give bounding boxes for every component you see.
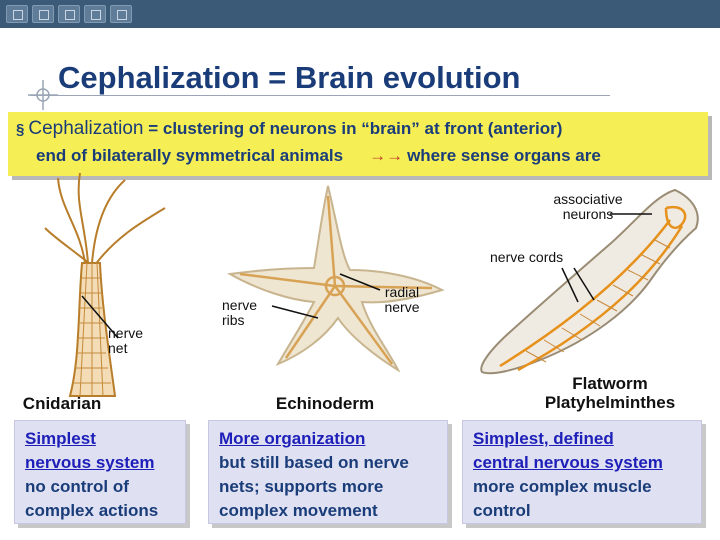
label-line: nerve xyxy=(384,299,420,315)
animal-name-line: Platyhelminthes xyxy=(544,393,676,412)
label-nerve-cords: nerve cords xyxy=(490,249,564,265)
description-link[interactable]: nervous system xyxy=(25,453,155,472)
description-box-echinoderm: More organization but still based on ner… xyxy=(208,420,448,524)
bullet-icon: § xyxy=(16,121,25,138)
animal-name-flatworm: Flatworm Platyhelminthes xyxy=(520,374,700,412)
description-text: more complex muscle xyxy=(473,477,652,496)
label-associative-neurons: associative neurons xyxy=(538,192,638,222)
definition-line-2-text: end of bilaterally symmetrical animals xyxy=(36,146,344,165)
definition-banner: §Cephalization = clustering of neurons i… xyxy=(8,112,708,176)
description-text: complex movement xyxy=(219,501,378,520)
arrow-icon: →→ xyxy=(369,146,404,165)
label-line: ribs xyxy=(222,312,245,328)
menu-icon[interactable] xyxy=(110,5,132,23)
definition-line-2-end: where sense organs are xyxy=(407,146,601,165)
title-rule xyxy=(30,95,610,96)
label-line: neurons xyxy=(562,206,614,222)
label-nerve-net: nerve net xyxy=(108,326,143,356)
forward-icon[interactable] xyxy=(58,5,80,23)
hydra-illustration xyxy=(44,172,166,397)
label-nerve-ribs: nerve ribs xyxy=(222,298,257,328)
nav-bar xyxy=(0,0,720,28)
label-radial-nerve: radial nerve xyxy=(374,285,430,315)
definition-line-2: end of bilaterally symmetrical animals →→… xyxy=(36,146,601,166)
page-title: Cephalization = Brain evolution xyxy=(58,60,521,95)
label-line: radial xyxy=(384,284,420,300)
description-link[interactable]: Simplest, defined xyxy=(473,429,614,448)
description-text: complex actions xyxy=(25,501,159,520)
label-line: net xyxy=(108,340,128,356)
animal-name-cnidarian: Cnidarian xyxy=(22,394,102,413)
animal-name-line: Flatworm xyxy=(572,374,648,393)
description-link[interactable]: More organization xyxy=(219,429,366,448)
grid-icon[interactable] xyxy=(84,5,106,23)
description-box-cnidarian: Simplest nervous system no control of co… xyxy=(14,420,186,524)
back-icon[interactable] xyxy=(32,5,54,23)
definition-text: = clustering of neurons in “brain” at fr… xyxy=(143,119,563,138)
description-text: but still based on nerve xyxy=(219,453,409,472)
definition-line-1: §Cephalization = clustering of neurons i… xyxy=(16,118,562,140)
description-link[interactable]: central nervous system xyxy=(473,453,663,472)
label-line: nerve xyxy=(108,325,144,341)
animal-name-echinoderm: Echinoderm xyxy=(275,394,375,413)
description-text: nets; supports more xyxy=(219,477,384,496)
sea-star-illustration xyxy=(226,185,445,373)
description-text: control xyxy=(473,501,531,520)
description-link[interactable]: Simplest xyxy=(25,429,96,448)
term: Cephalization xyxy=(28,118,144,139)
description-text: no control of xyxy=(25,477,129,496)
flatworm-illustration xyxy=(480,188,699,375)
home-icon[interactable] xyxy=(6,5,28,23)
description-box-flatworm: Simplest, defined central nervous system… xyxy=(462,420,702,524)
label-line: associative xyxy=(553,191,623,207)
label-line: nerve xyxy=(222,297,258,313)
